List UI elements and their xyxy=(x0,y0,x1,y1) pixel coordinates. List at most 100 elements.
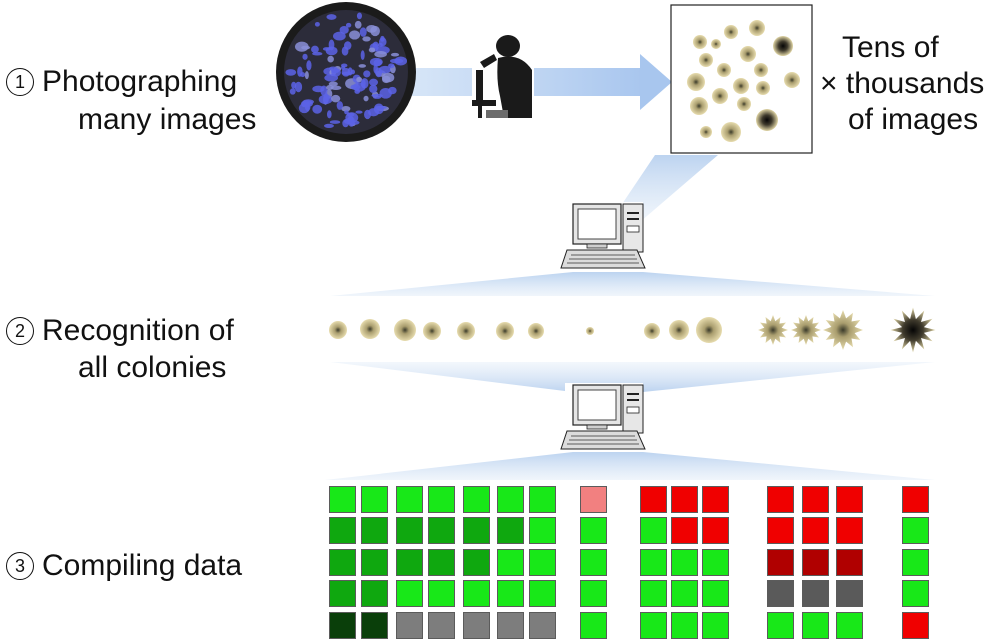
data-cell xyxy=(836,580,863,607)
data-cell xyxy=(428,612,455,639)
dish-colony-blob xyxy=(355,110,363,114)
data-cell xyxy=(396,580,423,607)
recognized-colony xyxy=(329,321,347,339)
data-cell xyxy=(836,612,863,639)
fan-computer-to-colonies xyxy=(330,272,935,296)
computer-icon-2 xyxy=(560,383,646,455)
dish-colony-blob xyxy=(388,63,395,69)
recognized-colony xyxy=(394,319,416,341)
thumbnail-colony xyxy=(717,63,731,77)
data-cell xyxy=(802,549,829,576)
data-cell xyxy=(529,612,556,639)
data-cell xyxy=(497,549,524,576)
data-cell xyxy=(640,517,667,544)
recognized-colony xyxy=(823,310,863,350)
data-cell xyxy=(396,612,423,639)
dish-colony-blob xyxy=(291,81,297,89)
data-cell xyxy=(802,612,829,639)
data-cell xyxy=(529,549,556,576)
data-cell xyxy=(463,517,490,544)
dish-colony-blob xyxy=(341,65,346,71)
dish-colony-blob xyxy=(331,94,341,103)
dish-colony-blob xyxy=(325,46,338,56)
data-cell xyxy=(836,486,863,513)
step-1-line1: Photographing xyxy=(42,65,238,98)
data-cell xyxy=(497,580,524,607)
recognized-colony xyxy=(496,322,514,340)
dish-colony-blob xyxy=(285,69,297,76)
data-cell xyxy=(702,486,729,513)
dish-colony-blob xyxy=(366,25,378,33)
dish-colony-blob xyxy=(362,36,371,42)
data-cell xyxy=(702,517,729,544)
recognized-colony xyxy=(669,320,689,340)
dish-colony-blob xyxy=(353,82,366,92)
data-cell xyxy=(902,612,929,639)
data-cell xyxy=(836,549,863,576)
thumbnail-colony xyxy=(740,46,756,62)
recognized-colony xyxy=(696,317,722,343)
data-cell xyxy=(463,486,490,513)
dish-colony-blob xyxy=(359,27,367,37)
data-cell xyxy=(671,580,698,607)
step-1-label-line2: many images xyxy=(78,103,257,136)
data-cell xyxy=(702,580,729,607)
data-cell xyxy=(640,486,667,513)
data-cell xyxy=(396,517,423,544)
dish-colony-blob xyxy=(320,85,328,96)
thumbnail-colony xyxy=(784,72,800,88)
data-cell xyxy=(463,612,490,639)
thumbnail-colony xyxy=(756,109,778,131)
data-cell xyxy=(361,486,388,513)
dish-colony-blob xyxy=(390,52,400,57)
dish-colony-blob xyxy=(330,85,342,91)
data-cell xyxy=(671,549,698,576)
dish-colony-blob xyxy=(369,78,379,86)
data-cell xyxy=(329,580,356,607)
data-cell xyxy=(329,549,356,576)
dish-colony-blob xyxy=(381,75,391,84)
data-cell xyxy=(361,549,388,576)
dish-colony-blob xyxy=(297,66,303,77)
data-cell xyxy=(580,612,607,639)
step-3-line1: Compiling data xyxy=(42,549,243,582)
dish-colony-blob xyxy=(347,67,353,76)
dish-colony-blob xyxy=(343,41,352,50)
dish-colony-blob xyxy=(294,81,303,93)
data-cell xyxy=(329,517,356,544)
data-cell xyxy=(580,517,607,544)
thumbnail-colony xyxy=(721,122,741,142)
dish-colony-blob xyxy=(304,71,309,80)
recognized-colony xyxy=(890,307,936,353)
recognized-colony xyxy=(528,323,544,339)
data-cell xyxy=(529,517,556,544)
data-cell xyxy=(396,549,423,576)
data-cell xyxy=(580,580,607,607)
data-cell xyxy=(671,486,698,513)
data-cell xyxy=(428,517,455,544)
data-cell xyxy=(329,486,356,513)
dish-colony-blob xyxy=(344,110,349,115)
thumbnail-colony xyxy=(737,97,751,111)
dish-colony-blob xyxy=(327,55,334,63)
dish-colony-blob xyxy=(329,120,341,124)
scientist-microscope-icon xyxy=(472,35,534,118)
dish-colony-blob xyxy=(354,20,362,29)
dish-colony-blob xyxy=(369,84,378,94)
dish-colony-blob xyxy=(349,30,361,40)
dish-colony-blob xyxy=(369,57,383,67)
dish-colony-blob xyxy=(364,109,371,120)
dish-colony-blob xyxy=(379,87,392,99)
thumbnail-colony xyxy=(699,53,713,67)
data-cell xyxy=(702,612,729,639)
data-cell xyxy=(497,517,524,544)
dish-colony-blob xyxy=(373,103,384,115)
data-cell xyxy=(802,517,829,544)
dish-colony-blob xyxy=(336,101,343,110)
data-cell xyxy=(640,612,667,639)
thumbnail-colony xyxy=(712,88,728,104)
recognized-colony xyxy=(360,319,380,339)
dish-colony-blob xyxy=(312,104,323,114)
data-cell xyxy=(640,580,667,607)
